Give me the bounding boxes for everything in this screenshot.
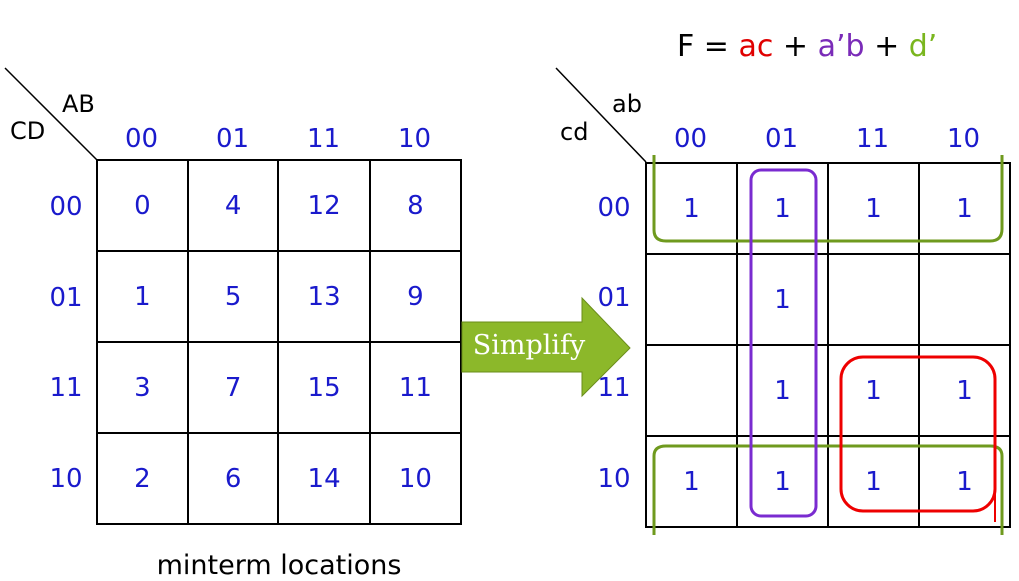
minterm-cell: 4	[186, 159, 280, 252]
left-col-header: 01	[215, 124, 250, 154]
right-col-header: 01	[764, 124, 799, 154]
minterm-cell: 15	[277, 341, 371, 434]
right-row-header: 00	[597, 193, 631, 223]
right-kmap-grid: 1 1 1 1 1 1 1 1 1 1 1 1	[645, 162, 1011, 528]
formula-term-d-prime: d’	[908, 29, 938, 64]
truth-cell: 1	[827, 162, 920, 255]
right-col-header: 00	[673, 124, 708, 154]
minterm-cell: 2	[96, 432, 189, 525]
left-col-header: 10	[397, 124, 432, 154]
minterm-cell: 10	[368, 432, 463, 525]
right-row-header: 01	[597, 283, 631, 313]
minterm-cell: 7	[186, 341, 280, 434]
truth-cell: 1	[827, 344, 920, 437]
formula-prefix: F =	[677, 29, 739, 64]
right-row-header: 10	[597, 464, 631, 494]
left-map-caption: minterm locations	[156, 550, 402, 581]
simplified-formula: F = ac + a’b + d’	[677, 32, 937, 62]
truth-cell	[918, 253, 1011, 346]
minterm-cell: 13	[277, 250, 371, 343]
minterm-cell: 9	[368, 250, 463, 343]
truth-cell: 1	[645, 435, 738, 528]
left-col-header: 00	[124, 124, 159, 154]
truth-cell: 1	[918, 435, 1011, 528]
truth-cell: 1	[736, 253, 829, 346]
minterm-cell: 14	[277, 432, 371, 525]
truth-cell: 1	[918, 162, 1011, 255]
minterm-cell: 11	[368, 341, 463, 434]
left-col-header: 11	[306, 124, 341, 154]
truth-cell: 1	[736, 162, 829, 255]
truth-cell: 1	[918, 344, 1011, 437]
left-row-header: 00	[49, 192, 83, 222]
minterm-cell: 1	[96, 250, 189, 343]
right-row-variable-label: cd	[560, 118, 589, 146]
right-col-variable-label: ab	[612, 90, 642, 118]
truth-cell: 1	[827, 435, 920, 528]
truth-cell: 1	[736, 435, 829, 528]
minterm-cell: 0	[96, 159, 189, 252]
formula-plus: +	[864, 29, 909, 64]
simplify-label: Simplify	[472, 330, 586, 361]
right-row-header: 11	[597, 373, 631, 403]
truth-cell	[645, 253, 738, 346]
right-col-header: 10	[946, 124, 981, 154]
truth-cell	[645, 344, 738, 437]
formula-plus: +	[773, 29, 818, 64]
minterm-cell: 8	[368, 159, 463, 252]
truth-cell: 1	[645, 162, 738, 255]
left-row-header: 11	[49, 373, 83, 403]
formula-term-a-prime-b: a’b	[817, 29, 865, 64]
minterm-cell: 12	[277, 159, 371, 252]
minterm-cell: 3	[96, 341, 189, 434]
formula-term-ac: ac	[738, 29, 774, 64]
minterm-cell: 6	[186, 432, 280, 525]
left-col-variable-label: AB	[62, 90, 95, 118]
left-row-header: 10	[49, 464, 83, 494]
left-kmap-grid: 0 4 12 8 1 5 13 9 3 7 15 11 2 6 14 10	[96, 159, 463, 525]
right-col-header: 11	[855, 124, 890, 154]
truth-cell: 1	[736, 344, 829, 437]
left-row-variable-label: CD	[10, 117, 46, 145]
left-row-header: 01	[49, 283, 83, 313]
truth-cell	[827, 253, 920, 346]
minterm-cell: 5	[186, 250, 280, 343]
